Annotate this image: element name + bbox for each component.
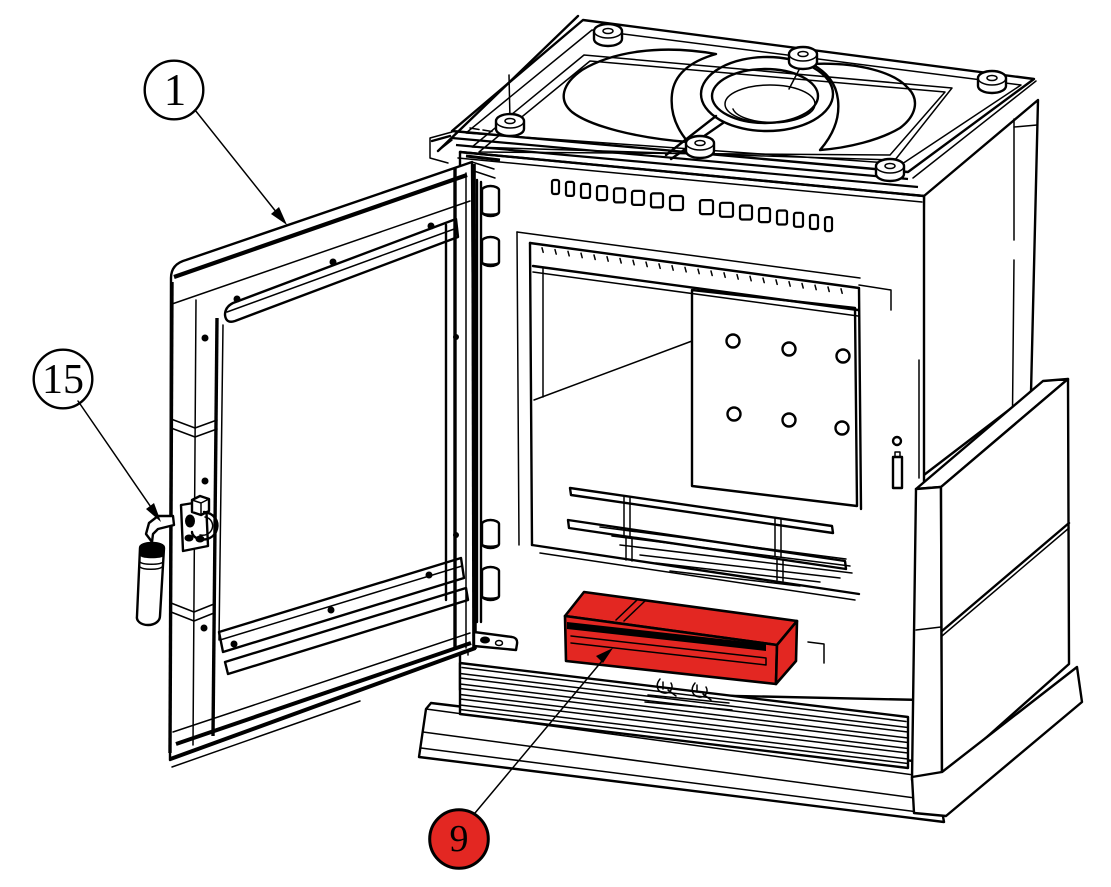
svg-text:9: 9 <box>450 818 469 860</box>
svg-text:15: 15 <box>42 357 84 403</box>
svg-text:1: 1 <box>164 65 187 115</box>
